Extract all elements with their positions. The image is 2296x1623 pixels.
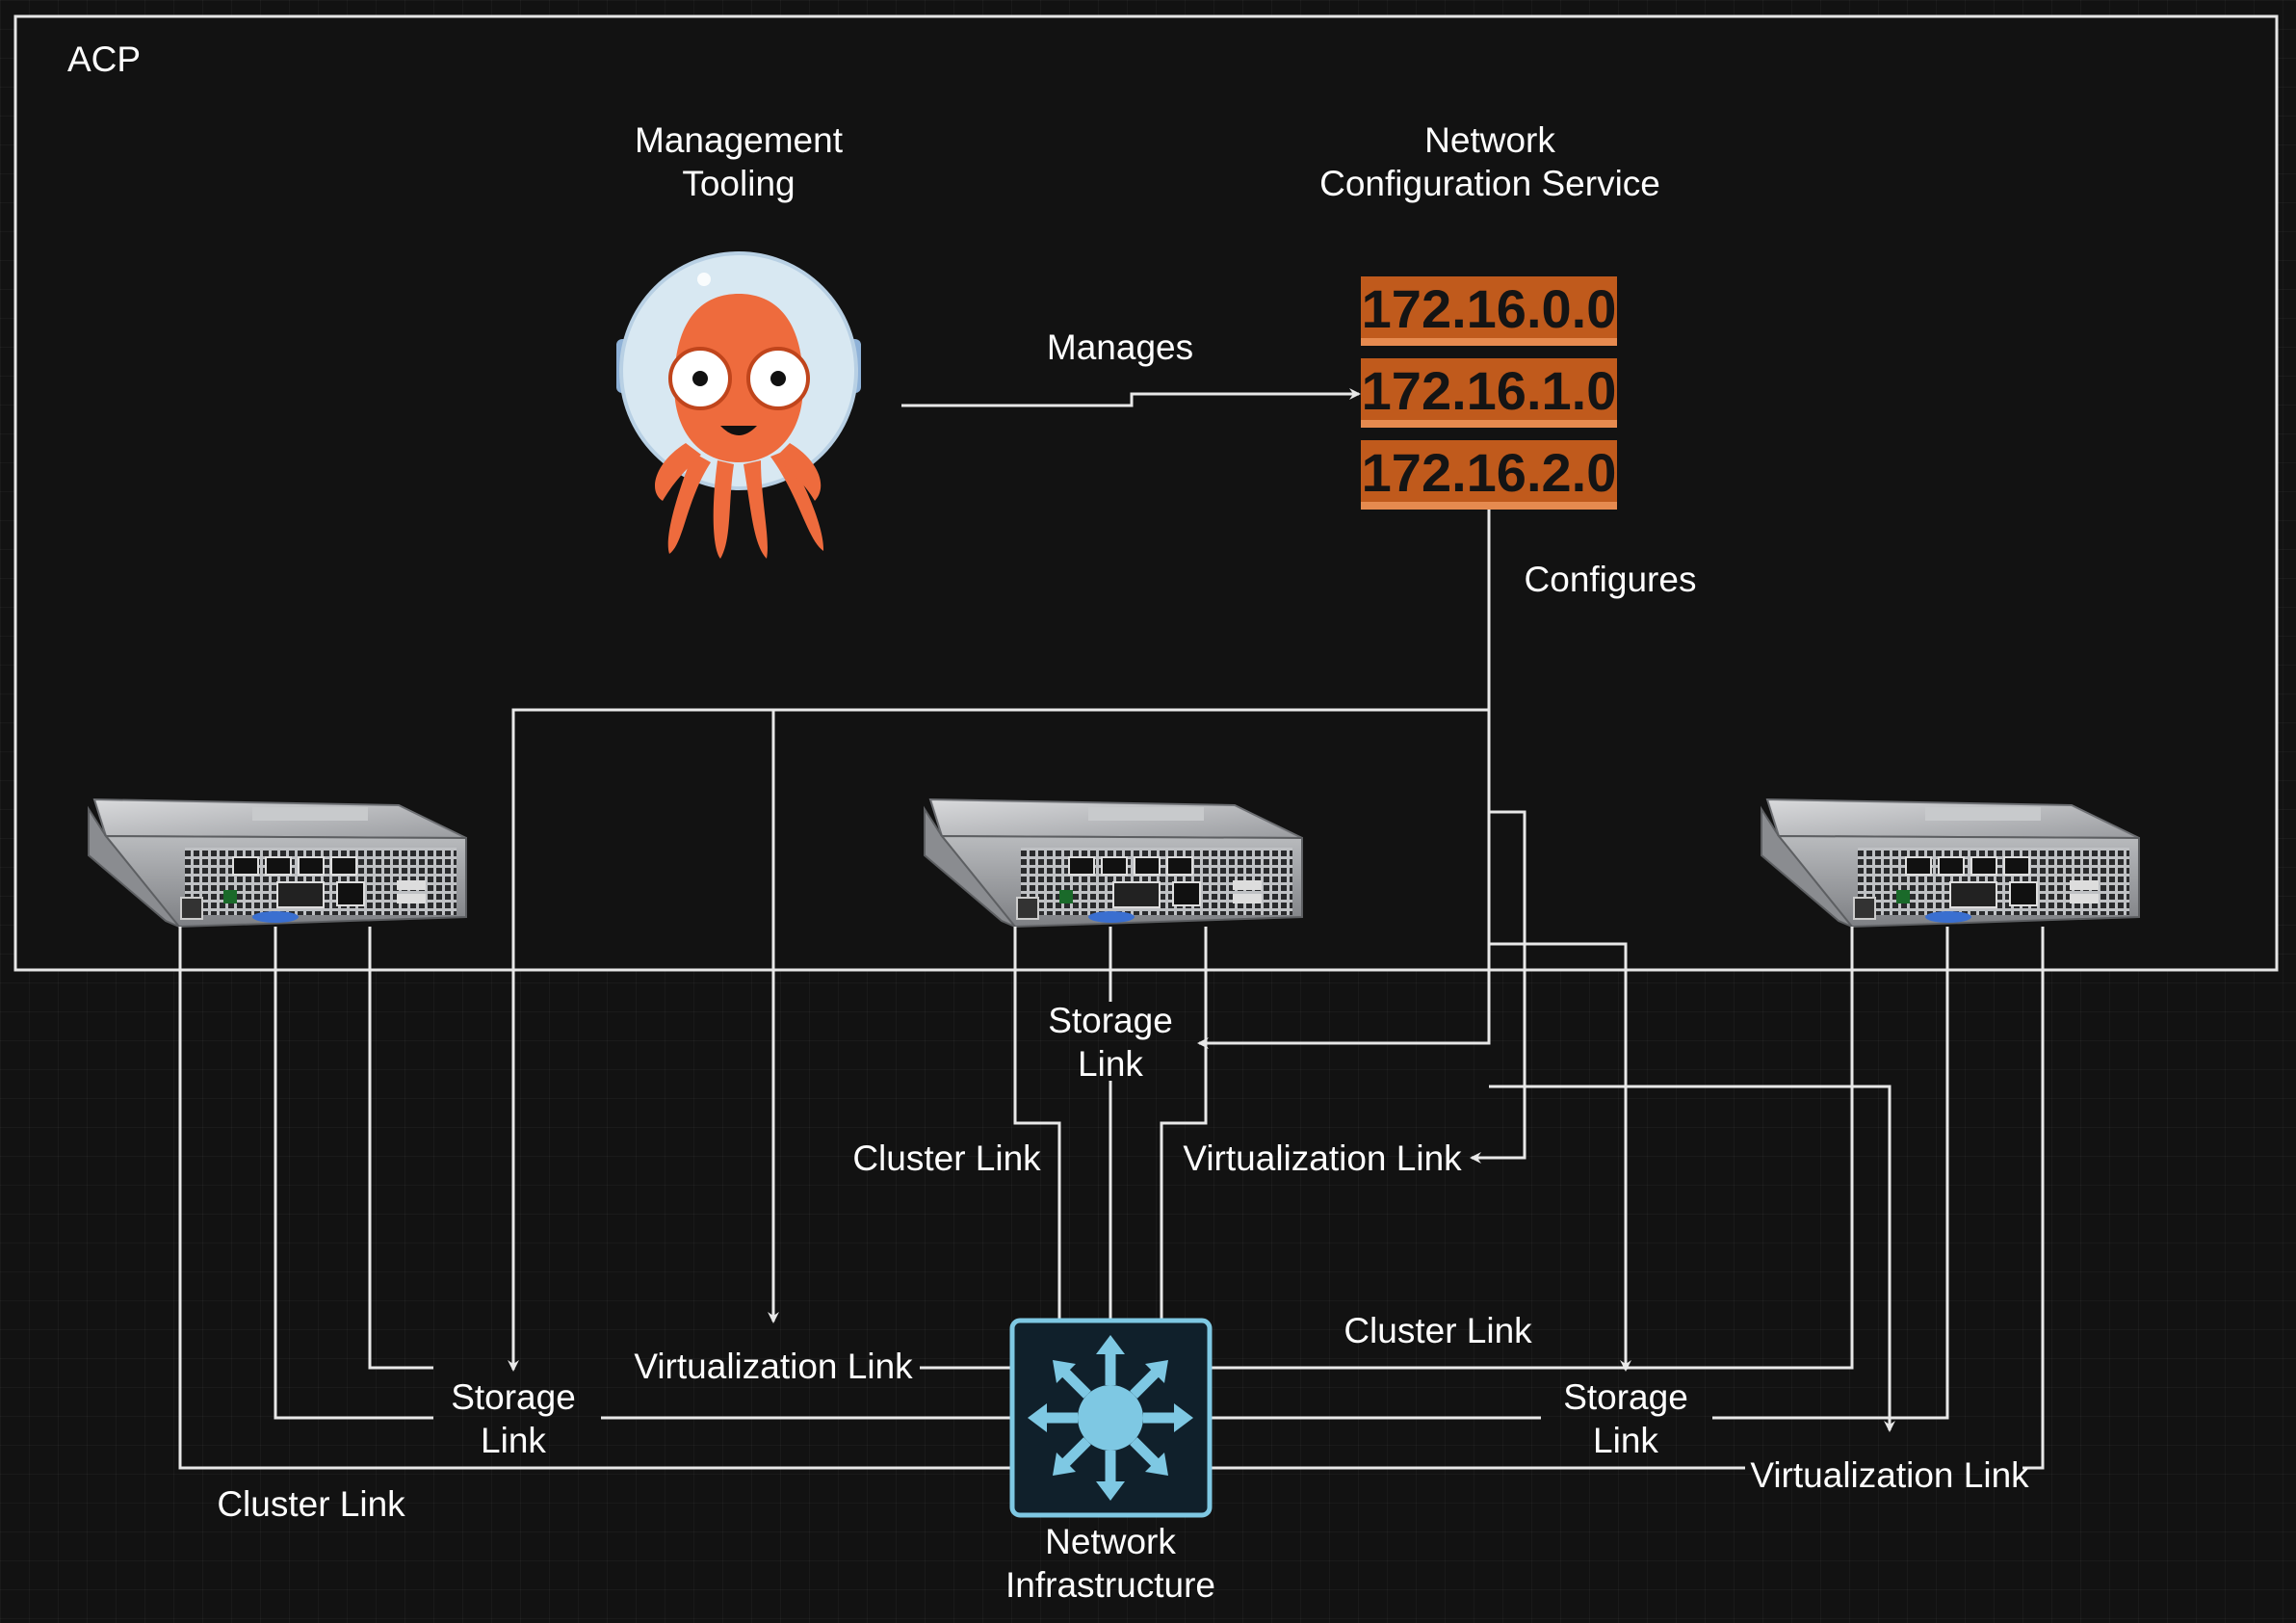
left-storage-link-label-2: Link (481, 1421, 546, 1460)
left-storage-link-label: Storage (451, 1377, 576, 1417)
acp-label: ACP (67, 39, 141, 79)
network-infrastructure-label-2: Infrastructure (1005, 1565, 1215, 1605)
configures-label: Configures (1525, 560, 1697, 599)
ip-block-stack: 172.16.0.0 172.16.1.0 172.16.2.0 (1361, 276, 1617, 510)
network-infrastructure-label: Network (1045, 1522, 1176, 1561)
left-virtualization-link-label: Virtualization Link (634, 1347, 913, 1386)
ip-block-1: 172.16.0.0 (1362, 278, 1617, 339)
right-virtualization-link-label: Virtualization Link (1750, 1455, 2029, 1495)
right-storage-link-label: Storage (1563, 1377, 1688, 1417)
management-tooling-label: Management (635, 120, 844, 160)
ip-block-3: 172.16.2.0 (1362, 442, 1617, 503)
center-cluster-link-label: Cluster Link (852, 1139, 1041, 1178)
center-virtualization-link-label: Virtualization Link (1183, 1139, 1462, 1178)
network-config-label-2: Configuration Service (1319, 164, 1660, 203)
manages-label: Manages (1047, 327, 1193, 367)
right-storage-link-label-2: Link (1593, 1421, 1658, 1460)
network-config-label: Network (1424, 120, 1555, 160)
configures-connectors (508, 510, 1895, 1432)
network-switch-icon (1009, 1318, 1213, 1518)
center-storage-link-label: Storage (1048, 1001, 1173, 1040)
right-server-links (1210, 927, 2045, 1470)
management-tooling-label-2: Tooling (682, 164, 795, 203)
right-cluster-link-label: Cluster Link (1344, 1311, 1532, 1350)
left-server-links (178, 927, 1011, 1470)
center-storage-link-label-2: Link (1078, 1044, 1143, 1084)
ip-block-2: 172.16.1.0 (1362, 360, 1617, 421)
left-cluster-link-label: Cluster Link (217, 1484, 405, 1524)
argo-octopus-mascot-icon (616, 251, 861, 559)
center-server-links (1013, 927, 1208, 1320)
